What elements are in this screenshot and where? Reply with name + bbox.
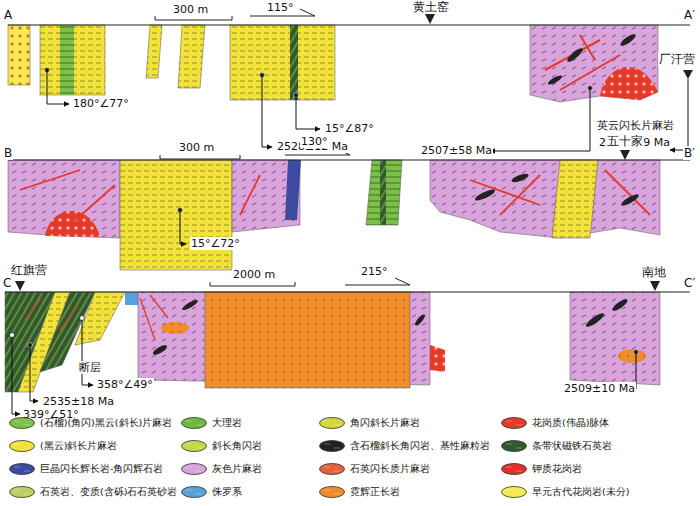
age-label: 2509±10 Ma [563, 382, 636, 395]
legend-text: 巨晶闪长辉长岩-角闪辉石岩 [40, 463, 163, 474]
rock-label: 英云闪长片麻岩 [596, 119, 675, 132]
legend-swatch [318, 462, 346, 476]
legend-text: 早元古代花岗岩(未分) [532, 486, 629, 497]
legend-item: 钾质花岗岩 [500, 462, 582, 476]
legend-swatch [180, 462, 208, 476]
section-letter: B′ [683, 146, 696, 160]
scale-label: 2000 m [232, 268, 276, 281]
legend-swatch [180, 485, 208, 499]
direction-label: 115° [266, 1, 295, 14]
legend-text: 含石榴斜长角闪岩、基性麻粒岩 [350, 440, 490, 451]
legend-text: 石英岩、变质(含砾)石石英砂岩 [40, 486, 177, 497]
section-letter: B [3, 146, 13, 160]
legend-item: 角闪斜长片麻岩 [318, 416, 420, 430]
section-letter: A [3, 8, 13, 22]
legend-text: 角闪斜长片麻岩 [350, 417, 420, 428]
legend-item: 早元古代花岗岩(未分) [500, 485, 629, 499]
legend-item: 含石榴斜长角闪岩、基性麻粒岩 [318, 439, 490, 453]
age-label: 2535±18 Ma [42, 395, 115, 408]
legend-text: (黑云)斜长片麻岩 [40, 440, 117, 451]
attitude-label: 180°∠77° [72, 97, 130, 110]
legend-swatch [318, 416, 346, 430]
legend-text: 大理岩 [212, 417, 242, 428]
legend-swatch [500, 485, 528, 499]
legend-item: 石英岩、变质(含砾)石石英砂岩 [8, 485, 177, 499]
direction-label: 215° [360, 265, 389, 278]
legend-text: 钾质花岗岩 [532, 463, 582, 474]
place-name: 南地 [641, 265, 667, 279]
legend-swatch [8, 416, 36, 430]
place-name: 红旗营 [10, 263, 48, 277]
direction-label: 130° [300, 135, 329, 148]
legend-text: 灰色片麻岩 [212, 463, 262, 474]
legend-item: (石榴)(角闪)黑云(斜长)片麻岩 [8, 416, 172, 430]
legend-swatch [318, 485, 346, 499]
legend-swatch [500, 462, 528, 476]
legend-item: 条带状磁铁石英岩 [500, 439, 612, 453]
place-name: 厂汗营 [658, 52, 696, 66]
attitude-label: 15°∠87° [324, 122, 375, 135]
legend-text: 石英闪长质片麻岩 [350, 463, 430, 474]
age-label: 2507±58 Ma [420, 144, 493, 157]
section-letter: A′ [683, 8, 696, 22]
place-name: 五十家 [606, 134, 644, 148]
legend-text: 条带状磁铁石英岩 [532, 440, 612, 451]
legend-item: 石英闪长质片麻岩 [318, 462, 430, 476]
legend-item: 灰色片麻岩 [180, 462, 262, 476]
legend-item: 巨晶闪长辉长岩-角闪辉石岩 [8, 462, 163, 476]
attitude-label: 358°∠49° [96, 378, 154, 391]
legend-item: 侏罗系 [180, 485, 242, 499]
legend-text: 霓辉正长岩 [350, 486, 400, 497]
legend-text: 花岗质(伟晶)脉体 [532, 417, 609, 428]
legend-item: 斜长角闪岩 [180, 439, 262, 453]
scale-label: 300 m [178, 141, 215, 154]
legend-swatch [500, 416, 528, 430]
legend-text: 斜长角闪岩 [212, 440, 262, 451]
legend-swatch [8, 462, 36, 476]
section-letter: C [2, 276, 12, 290]
legend-swatch [180, 416, 208, 430]
fault-label: 断层 [78, 361, 102, 374]
legend-item: 大理岩 [180, 416, 242, 430]
scale-label: 300 m [172, 3, 209, 16]
legend-swatch [318, 439, 346, 453]
legend-swatch [180, 439, 208, 453]
legend-item: 花岗质(伟晶)脉体 [500, 416, 609, 430]
section-letter: C′ [683, 276, 696, 290]
legend-text: (石榴)(角闪)黑云(斜长)片麻岩 [40, 417, 172, 428]
attitude-label: 15°∠72° [190, 237, 241, 250]
legend-swatch [8, 485, 36, 499]
legend-item: 霓辉正长岩 [318, 485, 400, 499]
legend-text: 侏罗系 [212, 486, 242, 497]
legend-item: (黑云)斜长片麻岩 [8, 439, 117, 453]
place-name: 黄土窑 [412, 0, 450, 14]
legend-swatch [500, 439, 528, 453]
legend-swatch [8, 439, 36, 453]
